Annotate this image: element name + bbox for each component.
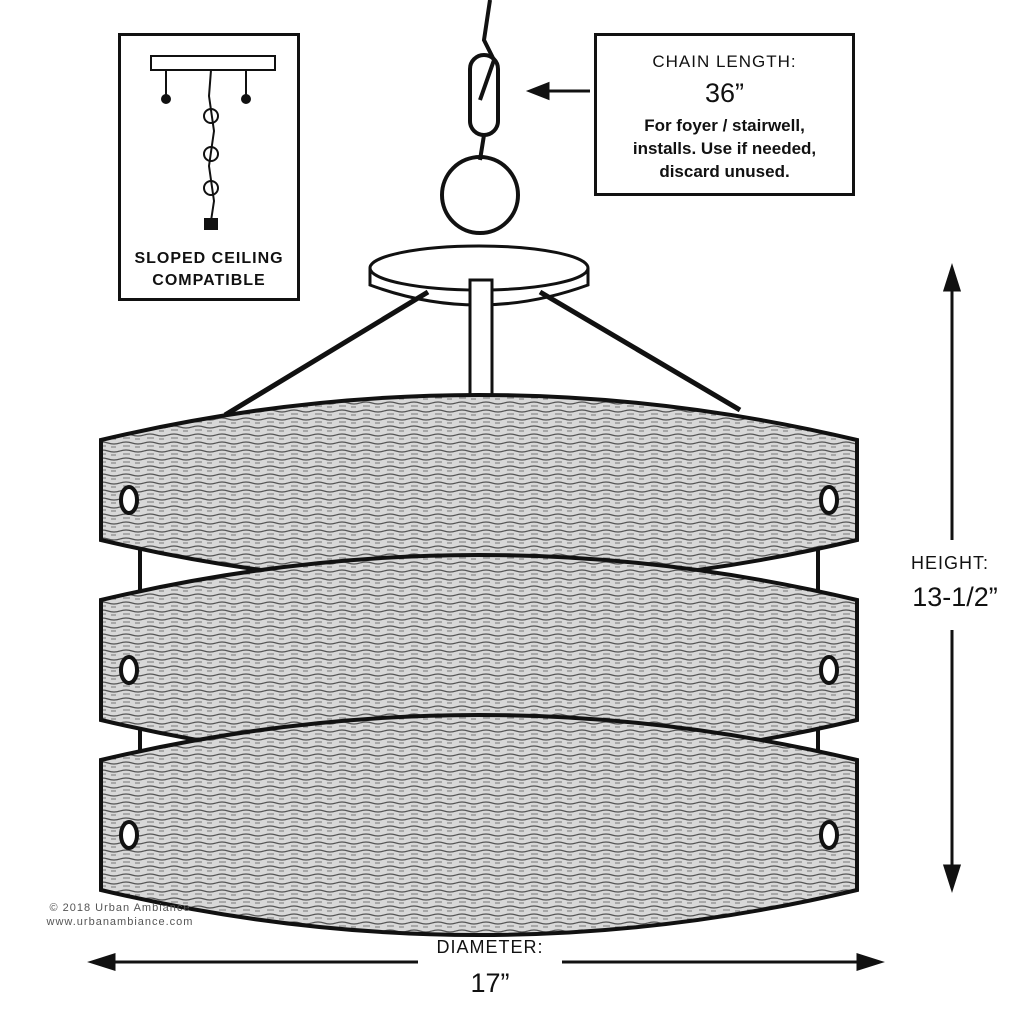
chain-length-value: 36” [704, 78, 745, 108]
chain-arrow [525, 81, 590, 101]
copyright-line2: www.urbanambiance.com [46, 916, 194, 928]
copyright-line1: © 2018 Urban Ambiance [49, 902, 191, 914]
height-dimension-arrow [942, 263, 962, 893]
sloped-ceiling-icon [150, 55, 276, 230]
hanging-ring [440, 155, 520, 235]
chain-length-heading: CHAIN LENGTH: [652, 52, 797, 71]
rivet-icon [819, 485, 839, 515]
chain-note-line2: installs. Use if needed, [632, 139, 817, 158]
rivet-icon [819, 820, 839, 850]
diameter-value: 17” [470, 968, 510, 998]
chain-note-line1: For foyer / stairwell, [644, 116, 805, 135]
chain-length-callout: CHAIN LENGTH: 36” For foyer / stairwell,… [594, 33, 855, 196]
sloped-ceiling-callout: SLOPED CEILING COMPATIBLE [118, 33, 300, 301]
wood-band-3 [99, 713, 859, 937]
height-label: HEIGHT: [910, 553, 989, 573]
diameter-label: DIAMETER: [436, 937, 544, 957]
rivet-icon [119, 820, 139, 850]
rivet-icon [819, 655, 839, 685]
rivet-icon [119, 655, 139, 685]
chain [440, 0, 520, 235]
sloped-ceiling-line2: COMPATIBLE [152, 272, 266, 289]
chain-note-line3: discard unused. [659, 162, 790, 181]
rivet-icon [119, 485, 139, 515]
sloped-ceiling-line1: SLOPED CEILING [134, 250, 284, 267]
diameter-dimension-arrow [87, 952, 885, 972]
support-rods [223, 289, 742, 418]
height-value: 13-1/2” [912, 582, 998, 612]
canopy [368, 244, 590, 412]
